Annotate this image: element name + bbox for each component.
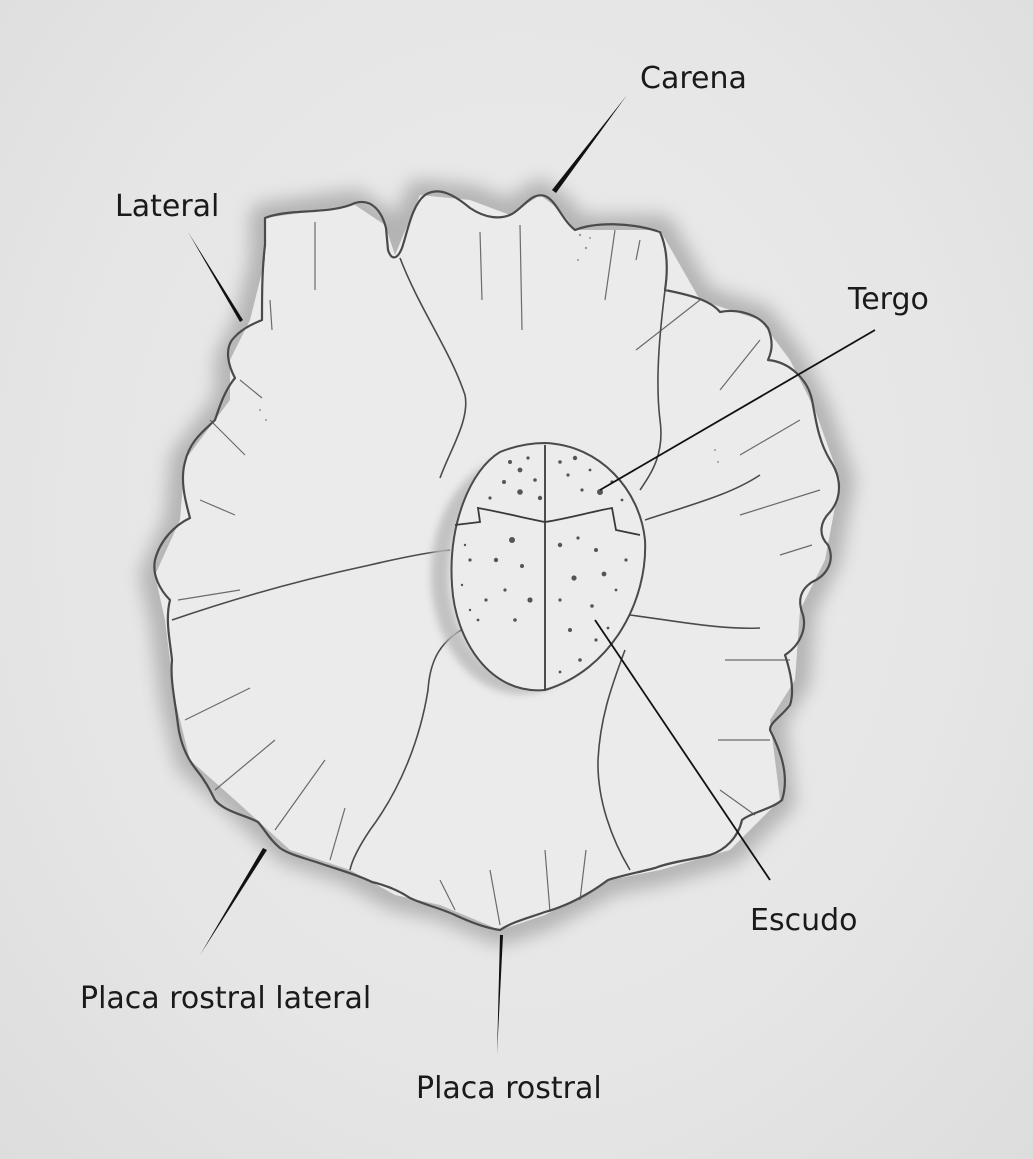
leader-lateral (188, 232, 243, 322)
shell-stipple (259, 233, 719, 463)
leader-tergo (599, 329, 876, 491)
label-carena: Carena (640, 61, 747, 96)
operculum-stipple (460, 455, 628, 674)
leader-escudo (594, 619, 771, 881)
operculum-outline (450, 441, 647, 692)
label-placa-rostral: Placa rostral (416, 1071, 602, 1106)
operculum-sutures (454, 445, 641, 690)
leader-carena (552, 95, 627, 193)
leader-rostral (497, 935, 503, 1055)
pointer-lines (594, 329, 876, 881)
label-lateral: Lateral (115, 189, 220, 224)
label-escudo: Escudo (750, 903, 858, 938)
label-placa-rostral-lateral: Placa rostral lateral (80, 981, 372, 1016)
leader-lines (188, 95, 627, 1055)
shell-outline (153, 190, 841, 932)
plate-sutures (171, 257, 761, 871)
leader-rostral-lateral (200, 848, 267, 955)
label-tergo: Tergo (848, 282, 929, 317)
shell-striations (177, 222, 821, 926)
